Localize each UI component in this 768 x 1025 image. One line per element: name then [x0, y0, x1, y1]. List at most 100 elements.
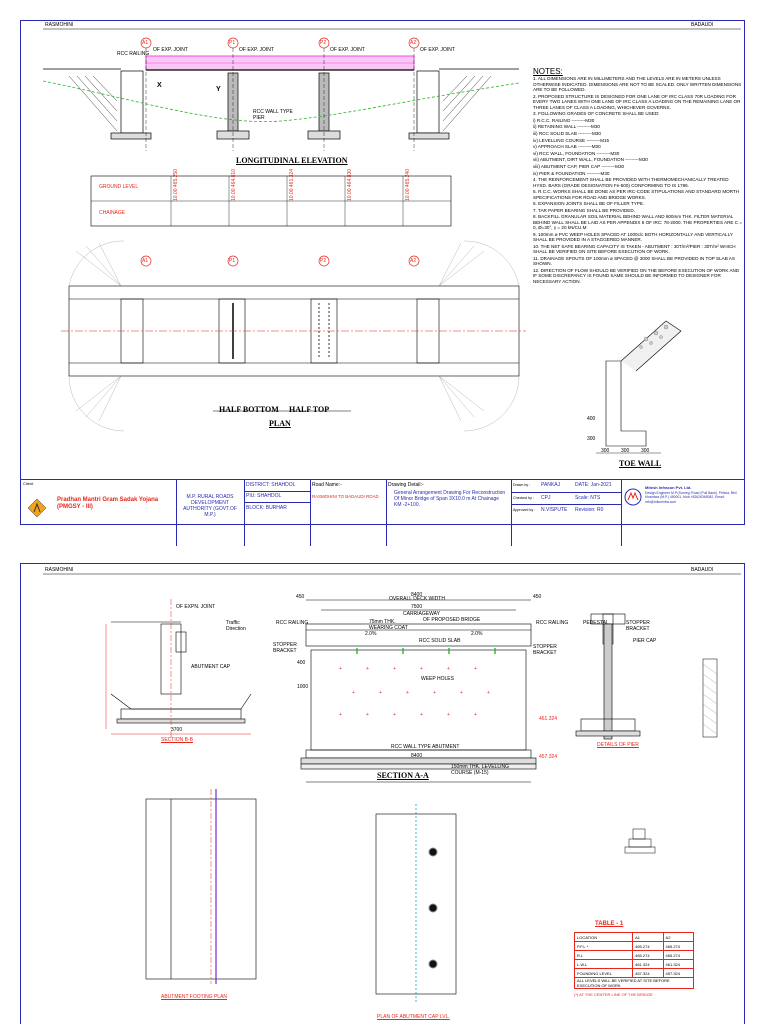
svg-text:+: +: [366, 666, 369, 672]
exp-joint-label: OF EXP. JOINT: [420, 47, 455, 53]
svg-text:+: +: [339, 712, 342, 718]
note-item: viii) ABUTMENT CAP, PIER CAP ---------M3…: [533, 163, 625, 169]
approved-by: N.VISPUTE: [541, 507, 568, 513]
notes-heading: NOTES:: [533, 67, 563, 76]
toe-dim: 300: [621, 448, 630, 454]
svg-text:+: +: [352, 690, 355, 696]
note-item: iv) LEVELLING COURSE ---------M15: [533, 137, 610, 143]
right-end-label: BADAUDI: [691, 22, 714, 28]
title-block: Client Pradhan Mantri Gram Sadak Yojana …: [21, 479, 744, 546]
level-col: 10.00 464.830: [347, 169, 353, 201]
road-cell: Road Name:- RASMOHINI TO BADAUDI ROAD: [310, 480, 387, 546]
rcc-slab-label: RCC SOLID SLAB: [419, 638, 461, 644]
sign-cell: Drawn by : PANKAJ DATE: Jan-2021 Checked…: [511, 480, 622, 546]
sheet2-drawing: ++ ++ ++ ++ ++ ++ ++ ++ ++: [43, 573, 741, 1004]
level-col: 10.00 465.250: [173, 169, 179, 201]
drawn-by-label: Drawn by :: [513, 483, 531, 487]
svg-text:+: +: [433, 690, 436, 696]
note-item: iii) RCC SOLID SLAB ---------M30: [533, 131, 601, 136]
authority-name: M.P. RURAL ROADS DEVELOPMENT AUTHORITY (…: [183, 494, 237, 518]
svg-text:+: +: [474, 712, 477, 718]
client-name: Pradhan Mantri Gram Sadak Yojana (PMGSY …: [57, 497, 159, 510]
table-footnote: (*) AT THE CENTER LINE OF THE BRIDGE: [574, 992, 653, 997]
table-cell: 457.324: [632, 968, 664, 978]
left-end-label: RASMOHINI: [45, 22, 74, 28]
pedestal-label: PEDESTAL: [583, 620, 609, 626]
plan-support-p1: P1: [229, 258, 236, 264]
table-cell: FOUNDING LEVEL: [573, 968, 634, 978]
wearing-coat-label: 75mm THK. WEARING COAT: [369, 619, 408, 631]
rcc-railing-label: RCC RAILING: [117, 51, 150, 57]
table-row: R.L 465.274 465.274: [573, 950, 695, 960]
bottom-dim: 8400: [411, 753, 423, 759]
exp-joint-label: OF EXP. JOINT: [239, 47, 274, 53]
section-y-mark: Y: [216, 86, 221, 93]
district: DISTRICT: SHAHDOL: [246, 482, 296, 488]
overall-width-label: OVERALL DECK WIDTH: [389, 596, 445, 602]
authority-cell: M.P. RURAL ROADS DEVELOPMENT AUTHORITY (…: [176, 480, 245, 546]
stopper-left-label: STOPPER BRACKET: [273, 642, 297, 654]
overall-width-dim: 8400: [411, 592, 423, 598]
toe-wall-title: TOE WALL: [619, 459, 662, 468]
table-cell: 461.324: [662, 959, 695, 969]
table-row: L.W.L 461.324 461.324: [573, 959, 695, 969]
note-item: vi) RCC WALL, FOUNDATION ---------M30: [533, 150, 620, 156]
exp-joint-label: OF EXP. JOINT: [330, 47, 365, 53]
abutment-cap-plan-title: PLAN OF ABUTMENT CAP LVL.: [377, 1014, 450, 1020]
h400-dim: 400: [297, 660, 306, 666]
table-row: P.F.L * 465.274 465.274: [573, 941, 695, 951]
side-dim-right: 450: [533, 594, 542, 600]
table-header-row: LOCATION A1 A2: [573, 932, 695, 942]
pmgsy-logo-icon: [27, 498, 47, 518]
note-item: 10. THE NET SAFE BEARING CAPACITY IS TAK…: [533, 243, 736, 255]
table-cell: 465.274: [662, 950, 695, 960]
abutment-footing-plan-title: ABUTMENT FOOTING PLAN: [161, 994, 228, 1000]
table-cell: 457.324: [662, 968, 695, 978]
svg-text:+: +: [447, 666, 450, 672]
camber-right: 2.0%: [471, 631, 483, 637]
note-item: 4. THE REINFORCEMENT SHALL BE PROVIDED W…: [533, 177, 729, 188]
svg-text:+: +: [339, 666, 342, 672]
foot-dim: 3700: [171, 727, 183, 733]
rcc-wall-label: RCC WALL TYPE PIER: [253, 109, 293, 121]
road-name-label: Road Name:-: [312, 482, 342, 488]
support-p2: P2: [320, 40, 327, 46]
sheet1-drawing: [42, 28, 741, 454]
note-item: 7. TAR PAPER BEARING SHALL BE PROVIDED.: [533, 207, 635, 213]
carriageway-dim: 7500: [411, 604, 423, 610]
level-col: 10.00 461.324: [289, 169, 295, 201]
pier-cap-label: PIER CAP: [633, 638, 657, 644]
half-bottom-label: HALF BOTTOM: [219, 405, 279, 414]
details-of-pier-title: DETAILS OF PIER: [597, 742, 639, 748]
note-item: ix) PIER & FOUNDATION ---------M30: [533, 170, 610, 176]
svg-text:+: +: [379, 690, 382, 696]
table-cell: 465.274: [662, 941, 695, 951]
table-cell: P.F.L *: [573, 941, 634, 951]
levels-table: LOCATION A1 A2 P.F.L * 465.274 465.274 R…: [573, 932, 695, 989]
note-item: ii) RETAINING WALL ---------M30: [533, 124, 600, 130]
checked-by: CPJ: [541, 495, 551, 501]
note-item: 11. DRAINAGE SPOUTS OF 100mm ø SPACED @ …: [533, 255, 735, 267]
note-item: 1. ALL DIMENSIONS ARE IN MILLIMETERS AND…: [533, 76, 742, 93]
firm-cell: Mitesh Infracon Pvt. Ltd. Design Enginee…: [621, 480, 744, 546]
toe-dim: 300: [641, 448, 650, 454]
stopper-pier-label: STOPPER BRACKET: [626, 620, 650, 632]
level-row-ground: GROUND LEVEL: [99, 184, 139, 190]
note-item: 2. PROPOSED STRUCTURE IS DESIGNED FOR ON…: [533, 93, 741, 110]
rcc-wall-abutment-label: RCC WALL TYPE ABUTMENT: [391, 744, 460, 750]
note-item: 8. BACKFILL GRANULAR SOIL MATERIAL BEHIN…: [533, 214, 743, 231]
abutment-cap-label: ABUTMENT CAP: [191, 664, 231, 670]
h1000-dim: 1000: [297, 684, 309, 690]
cl-bridge-label: OF PROPOSED BRIDGE: [423, 617, 481, 623]
toe-dim: 300: [587, 436, 596, 442]
detail-text: General Arrangement Drawing For Reconstr…: [394, 490, 506, 508]
plan-support-p2: P2: [320, 258, 327, 264]
firm-address: Design Engineer M.P.(Survey) Road (Pull …: [645, 491, 737, 504]
traffic-direction-label: Traffic Direction: [226, 620, 246, 632]
toe-dim: 300: [601, 448, 610, 454]
level-col: 10.00 465.240: [405, 169, 411, 201]
table-cell: 465.274: [632, 950, 664, 960]
svg-text:+: +: [393, 712, 396, 718]
detail-label: Drawing Detail:-: [388, 482, 424, 488]
note-item: 3. FOLLOWING GRADES OF CONCRETE SHALL BE…: [533, 111, 660, 117]
